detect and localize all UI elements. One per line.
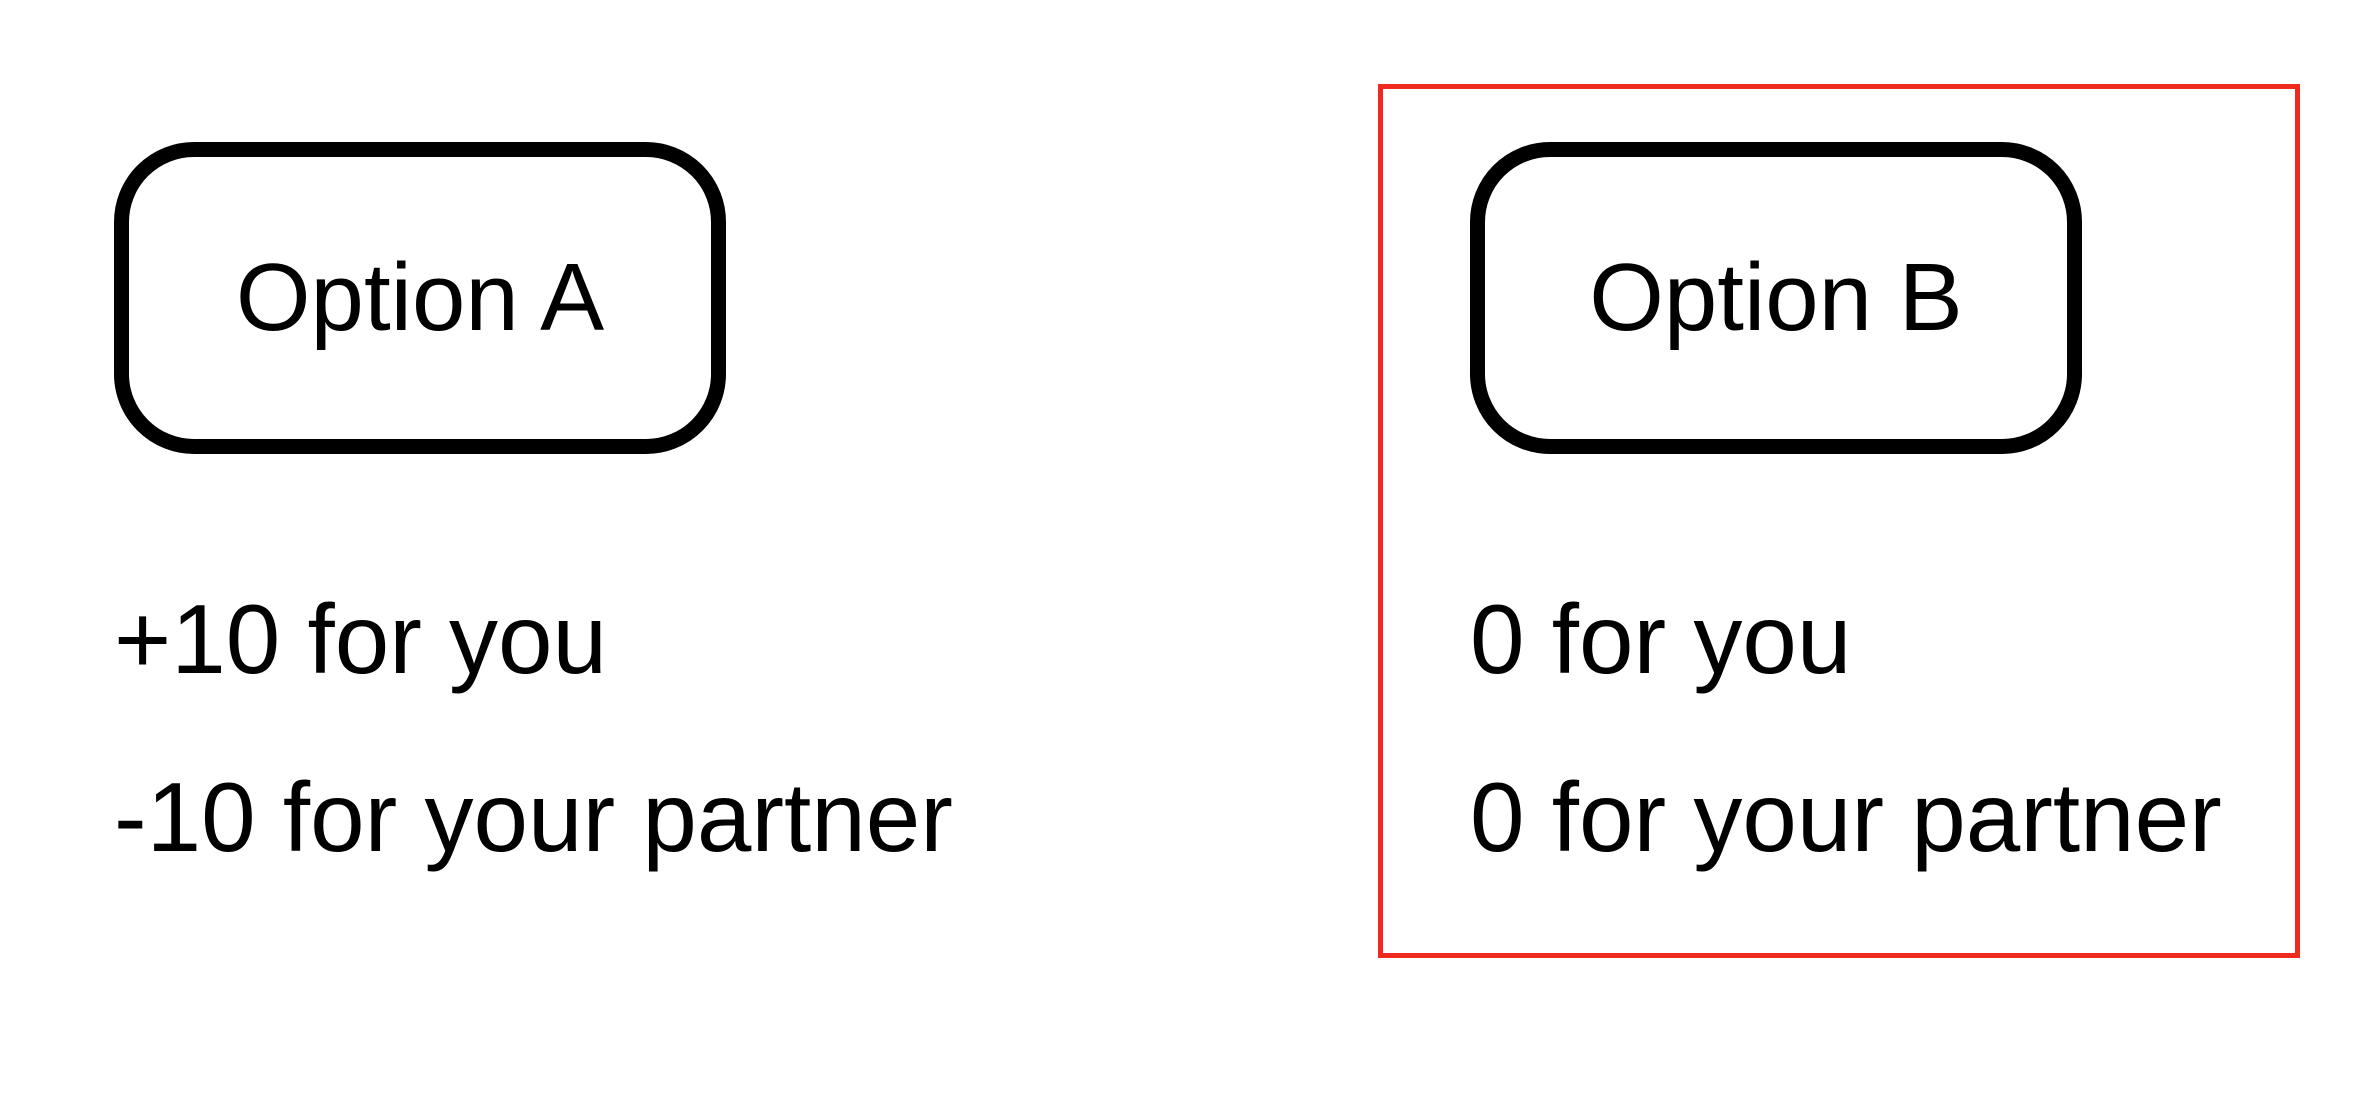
option-b-payoff-partner: 0 for your partner	[1470, 762, 2222, 872]
option-a-payoff-you: +10 for you	[114, 584, 608, 694]
option-a-label: Option A	[235, 244, 605, 351]
option-a-button[interactable]: Option A	[114, 142, 726, 454]
option-b-button[interactable]: Option B	[1470, 142, 2082, 454]
option-a-payoff-partner: -10 for your partner	[114, 762, 953, 872]
option-b-label: Option B	[1589, 244, 1963, 351]
option-b-payoff-you: 0 for you	[1470, 584, 1852, 694]
